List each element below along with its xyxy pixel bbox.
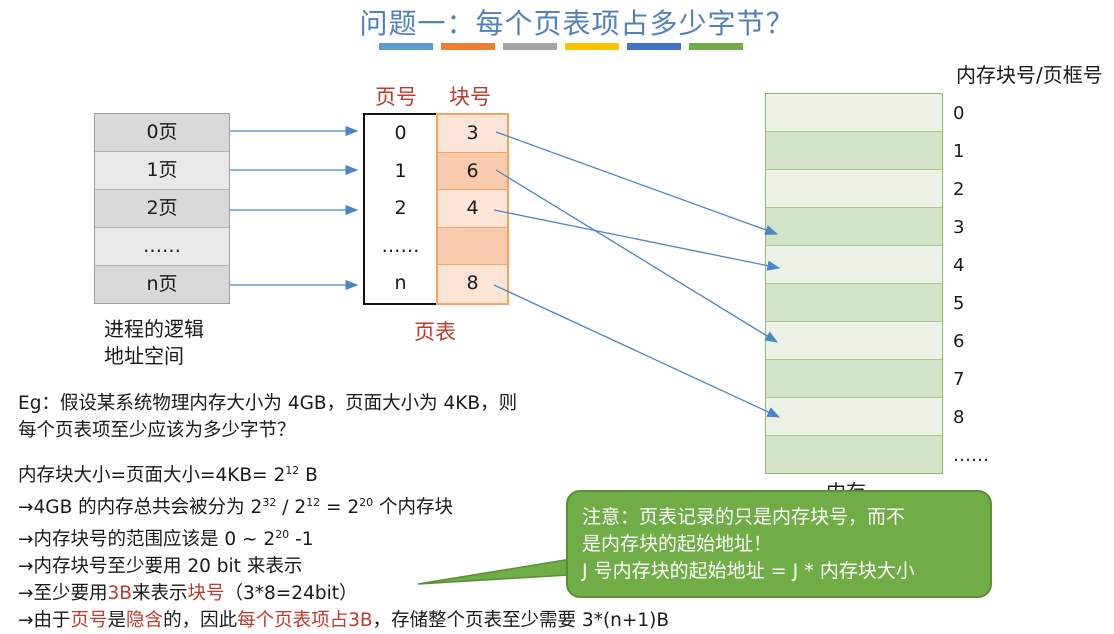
accent-bar: [565, 43, 619, 50]
page-number-cell: 2: [394, 197, 407, 220]
frame-number: ……: [953, 445, 989, 466]
logical-caption: 进程的逻辑 地址空间: [104, 316, 204, 370]
calc-line: →内存块号至少要用 20 bit 来表示: [18, 556, 303, 578]
logical-caption-line: 进程的逻辑: [104, 317, 204, 341]
memory-frame-header: 内存块号/页框号: [956, 63, 1103, 87]
note-line: J 号内存块的起始地址 = J * 内存块大小: [582, 560, 915, 582]
page-number-cell: n: [394, 272, 407, 295]
arrow-block6-to-memory: [495, 169, 779, 343]
memory-frame: [766, 208, 942, 246]
example-line: 每个页表项至少应该为多少字节？: [18, 420, 296, 441]
logical-caption-line: 地址空间: [104, 344, 184, 368]
memory-frame: [766, 246, 942, 284]
frame-number: 5: [953, 293, 965, 314]
block-number-cell: 3: [438, 115, 507, 153]
memory-frame: [766, 284, 942, 322]
example-question: Eg：假设某系统物理内存大小为 4GB，页面大小为 4KB，则 每个页表项至少应…: [18, 390, 517, 444]
accent-bars: [379, 43, 743, 50]
frame-number: 6: [953, 331, 965, 352]
arrow-block4-to-memory: [493, 209, 781, 271]
logical-page: ……: [95, 228, 229, 266]
calc-line: →至少要用3B来表示块号（3*8=24bit）: [18, 583, 358, 605]
frame-number: 2: [953, 179, 965, 200]
memory-frame: [766, 170, 942, 208]
example-line: Eg：假设某系统物理内存大小为 4GB，页面大小为 4KB，则: [18, 393, 518, 414]
logical-page: 0页: [95, 114, 229, 152]
logical-page: 1页: [95, 152, 229, 190]
page-number-cell: ……: [381, 234, 420, 257]
frame-number: 0: [953, 103, 965, 124]
memory-frame: [766, 398, 942, 436]
page-table-caption: 页表: [414, 320, 456, 344]
physical-memory: [765, 93, 943, 474]
arrow-block3-to-memory: [495, 131, 779, 235]
frame-number-list: 0 1 2 3 4 5 6 7 8 ……: [953, 95, 989, 475]
block-number-cell: 8: [438, 265, 507, 303]
logical-address-space: 0页 1页 2页 …… n页: [94, 113, 230, 304]
block-number-cell: 6: [438, 152, 507, 191]
page-number-cell: 1: [394, 159, 407, 182]
calc-line: 内存块大小=页面大小=4KB= 212 B: [18, 464, 318, 487]
logical-page: n页: [95, 266, 229, 303]
frame-number: 1: [953, 141, 965, 162]
logical-page: 2页: [95, 190, 229, 228]
page-table-block-column: 3 6 4 8: [436, 113, 509, 305]
block-number-cell: 4: [438, 190, 507, 228]
memory-frame: [766, 132, 942, 170]
accent-bar: [441, 43, 495, 50]
accent-bar: [689, 43, 743, 50]
memory-frame: [766, 322, 942, 360]
block-number-header: 块号: [449, 85, 491, 109]
frame-number: 8: [953, 407, 965, 428]
calc-line: →内存块号的范围应该是 0 ~ 220 -1: [18, 528, 314, 551]
page-number-cell: 0: [394, 122, 407, 144]
frame-number: 3: [953, 217, 965, 238]
memory-frame: [766, 436, 942, 473]
note-line: 是内存块的起始地址！: [582, 533, 773, 555]
page-title: 问题一：每个页表项占多少字节？: [359, 7, 795, 40]
note-callout: 注意：页表记录的只是内存块号，而不 是内存块的起始地址！ J 号内存块的起始地址…: [566, 490, 992, 598]
page-number-header: 页号: [375, 85, 417, 109]
accent-bar: [627, 43, 681, 50]
arrow-block8-to-memory: [493, 284, 781, 418]
frame-number: 7: [953, 369, 965, 390]
memory-frame: [766, 360, 942, 398]
block-number-cell: [438, 227, 507, 266]
note-line: 注意：页表记录的只是内存块号，而不: [582, 506, 906, 528]
memory-frame: [766, 94, 942, 132]
accent-bar: [503, 43, 557, 50]
accent-bar: [379, 43, 433, 50]
calc-line: →4GB 的内存总共会被分为 232 / 212 = 220 个内存块: [18, 496, 454, 519]
frame-number: 4: [953, 255, 965, 276]
